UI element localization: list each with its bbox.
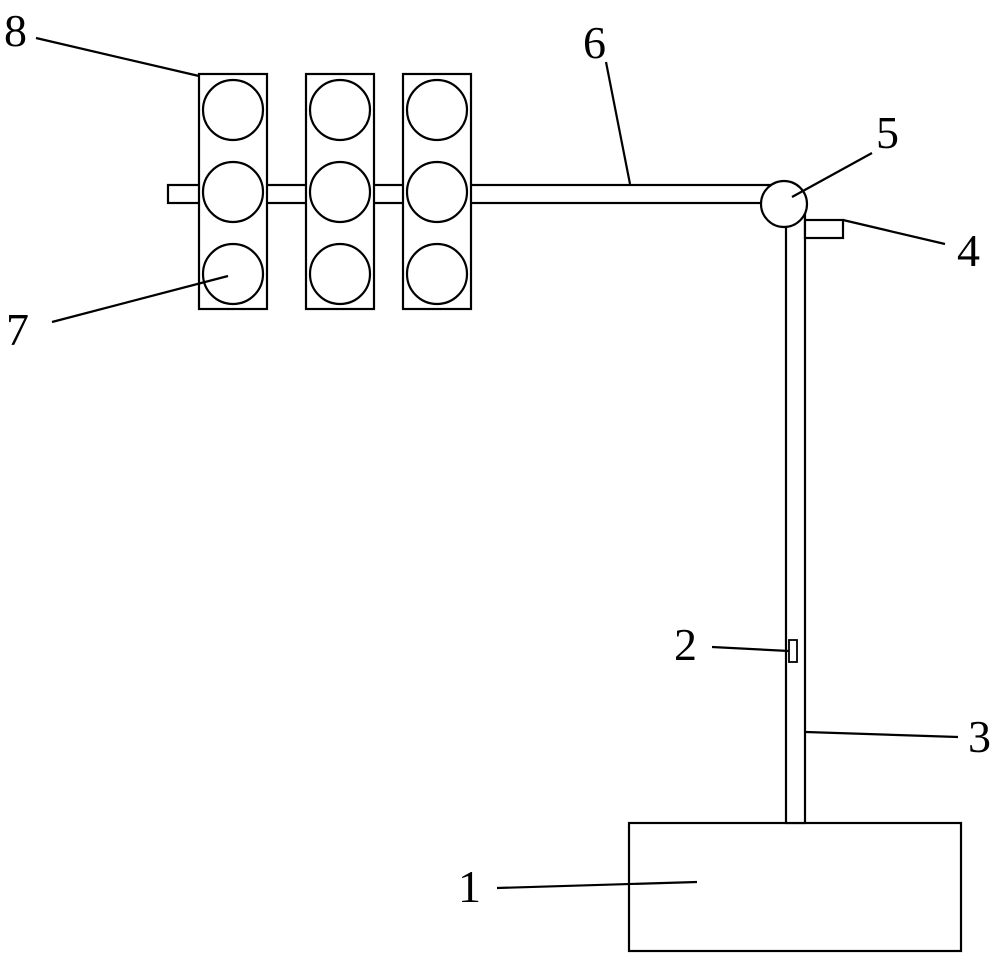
leader-line-3 (805, 730, 959, 739)
label-7: 7 (6, 304, 29, 355)
label-3: 3 (968, 711, 991, 762)
signal-lamp (405, 78, 469, 142)
signal-lamp (201, 78, 265, 142)
base-box (627, 821, 963, 953)
signal-lamp (308, 160, 372, 224)
leader-line-7 (51, 274, 229, 324)
leader-line-6 (604, 61, 632, 185)
signal-head-2 (304, 72, 376, 311)
vertical-pole (784, 212, 807, 825)
signal-lamp (308, 78, 372, 142)
label-1: 1 (458, 861, 481, 912)
leader-line-5 (791, 152, 873, 198)
label-6: 6 (583, 17, 606, 68)
signal-lamp (308, 242, 372, 306)
signal-lamp (405, 242, 469, 306)
signal-lamp (405, 160, 469, 224)
leader-line-1 (496, 880, 698, 890)
leader-line-8 (35, 36, 200, 78)
rotary-joint (759, 179, 809, 229)
label-8: 8 (4, 5, 27, 56)
signal-head-3 (401, 72, 473, 311)
signal-lamp (201, 160, 265, 224)
label-2: 2 (674, 619, 697, 670)
mount-bracket (803, 218, 845, 240)
label-5: 5 (876, 107, 899, 158)
sensor-box (788, 639, 798, 663)
label-4: 4 (957, 225, 980, 276)
leader-line-2 (711, 645, 790, 653)
signal-head-1 (197, 72, 269, 311)
leader-line-4 (842, 218, 946, 246)
signal-lamp (201, 242, 265, 306)
